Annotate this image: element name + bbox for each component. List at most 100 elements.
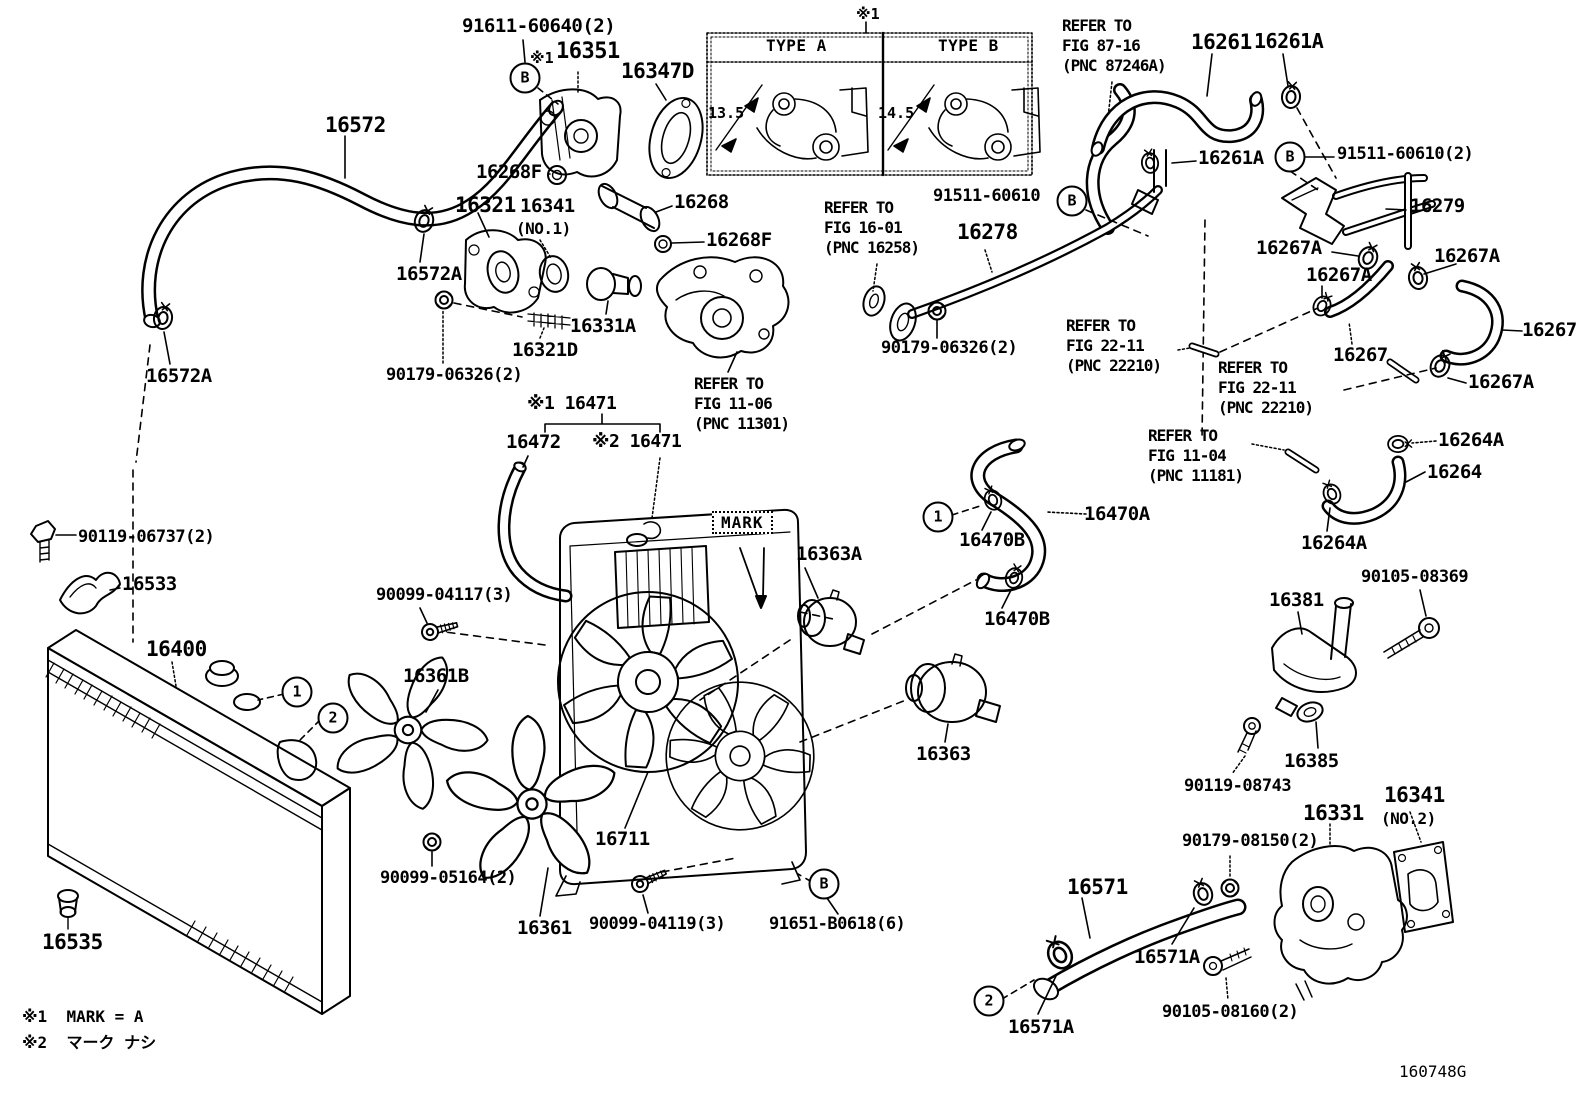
part-16470b-2: 16470B	[984, 608, 1050, 630]
inset-dim-b: 14.5	[878, 104, 915, 122]
fan-motors	[699, 567, 1001, 743]
part-16278: 16278	[957, 220, 1018, 244]
inset-marker: ※1	[856, 5, 880, 23]
part-16347d: 16347D	[621, 59, 694, 83]
part-16472: 16472	[506, 431, 561, 453]
inset-dim-a: 13.5	[708, 104, 745, 122]
part-16261a-2: 16261A	[1198, 147, 1264, 169]
upper-radiator-hose	[141, 99, 564, 365]
ref-fig-87-16: REFER TO FIG 87-16 (PNC 87246A)	[1062, 16, 1167, 75]
marker-2-radiator: 2	[317, 702, 349, 734]
part-16279: 16279	[1410, 195, 1465, 217]
part-16264a-1: 16264A	[1438, 429, 1504, 451]
ref-fig-11-06: REFER TO FIG 11-06 (PNC 11301)	[694, 374, 790, 433]
part-16268: 16268	[674, 191, 729, 213]
part-16363a: 16363A	[796, 543, 862, 565]
part-16571a-1: 16571A	[1008, 1016, 1074, 1038]
cooling-fans	[308, 607, 737, 917]
part-90105-08369: 90105-08369	[1361, 567, 1469, 587]
part-16572a-1: 16572A	[396, 263, 462, 285]
part-16321d: 16321D	[512, 339, 578, 361]
part-90119-06737: 90119-06737(2)	[78, 527, 215, 547]
hose-16264	[1251, 434, 1437, 532]
part-16261: 16261	[1191, 30, 1252, 54]
part-16268f-1: 16268F	[476, 161, 542, 183]
part-16572: 16572	[325, 113, 386, 137]
part-16471-m1: ※1 16471	[527, 393, 617, 414]
drawing-code: 160748G	[1399, 1062, 1467, 1081]
part-16361: 16361	[517, 917, 572, 939]
part-91611-60640: 91611-60640(2)	[462, 15, 616, 37]
part-16321: 16321	[455, 193, 516, 217]
part-16267-l: 16267	[1333, 344, 1388, 366]
water-outlet-16351	[522, 39, 705, 253]
part-16331: 16331	[1303, 801, 1364, 825]
part-16341-no1-sub: (NO.1)	[516, 219, 571, 238]
water-outlet-16331	[1203, 811, 1454, 1001]
part-91511-60610: 91511-60610	[933, 186, 1041, 206]
ref-fig-16-01: REFER TO FIG 16-01 (PNC 16258)	[824, 198, 920, 257]
part-16267a-4: 16267A	[1468, 371, 1534, 393]
bracket-16381-group	[1231, 589, 1440, 775]
marker-b-4: B	[808, 868, 840, 900]
inset-type-a: TYPE A	[766, 36, 827, 55]
part-16267a-1: 16267A	[1256, 237, 1322, 259]
part-91651-b0618: 91651-B0618(6)	[769, 914, 906, 934]
part-90099-04117: 90099-04117(3)	[376, 585, 513, 605]
inset-type-box	[706, 21, 1041, 177]
marker-1-hose: 1	[922, 501, 954, 533]
part-16363: 16363	[916, 743, 971, 765]
hose-16470a	[871, 438, 1087, 635]
part-16341-no2-sub: (NO.2)	[1381, 809, 1436, 828]
part-16385: 16385	[1284, 750, 1339, 772]
water-inlet-16321	[434, 212, 642, 364]
part-16711: 16711	[595, 828, 650, 850]
part-90105-08160: 90105-08160(2)	[1162, 1002, 1299, 1022]
part-16572a-2: 16572A	[146, 365, 212, 387]
part-16470a: 16470A	[1084, 503, 1150, 525]
part-16400: 16400	[146, 637, 207, 661]
radiator	[30, 344, 351, 1015]
part-16351: 16351	[556, 39, 620, 64]
part-16381: 16381	[1269, 589, 1324, 611]
part-90099-04119: 90099-04119(3)	[589, 914, 726, 934]
ref-fig-22-11-b: REFER TO FIG 22-11 (PNC 22210)	[1218, 358, 1314, 417]
part-90099-05164: 90099-05164(2)	[380, 868, 517, 888]
heater-hoses-top	[1085, 53, 1337, 235]
part-16341-no1: 16341	[520, 195, 575, 217]
part-90119-08743: 90119-08743	[1184, 776, 1292, 796]
part-16571a-2: 16571A	[1134, 946, 1200, 968]
bypass-pipe-16278	[862, 147, 1206, 441]
part-16267-r: 16267	[1522, 319, 1577, 341]
outlet-hose-16571	[1001, 875, 1247, 1015]
marker-b-2: B	[1274, 141, 1306, 173]
part-16470b-1: 16470B	[959, 529, 1025, 551]
part-16267a-3: 16267A	[1434, 245, 1500, 267]
part-16261a-1: 16261A	[1254, 29, 1324, 53]
part-16571: 16571	[1067, 875, 1128, 899]
engine-water-pump	[655, 256, 790, 373]
inset-type-b: TYPE B	[938, 36, 999, 55]
marker-b-3: B	[1056, 185, 1088, 217]
pipe-16279-and-16267-hoses	[1177, 156, 1523, 391]
part-16471-m2: ※2 16471	[592, 431, 682, 452]
part-16264a-2: 16264A	[1301, 532, 1367, 554]
ref-fig-11-04: REFER TO FIG 11-04 (PNC 11181)	[1148, 426, 1244, 485]
footnote-2: ※2 マーク ナシ	[22, 1033, 157, 1052]
mark-box: MARK	[712, 511, 773, 535]
footnote-1: ※1 MARK = A	[22, 1007, 144, 1026]
marker-1-radiator: 1	[281, 676, 313, 708]
part-16341-no2: 16341	[1384, 783, 1445, 807]
marker-b-1: B	[509, 62, 541, 94]
part-16361b: 16361B	[403, 665, 469, 687]
part-90179-06326-l: 90179-06326(2)	[386, 365, 523, 385]
part-90179-06326-r: 90179-06326(2)	[881, 338, 1018, 358]
part-16535: 16535	[42, 930, 103, 954]
ref-fig-22-11-a: REFER TO FIG 22-11 (PNC 22210)	[1066, 316, 1162, 375]
part-16267a-2: 16267A	[1306, 264, 1372, 286]
part-90179-08150: 90179-08150(2)	[1182, 831, 1319, 851]
part-16268f-2: 16268F	[706, 229, 772, 251]
part-16533: 16533	[122, 573, 177, 595]
